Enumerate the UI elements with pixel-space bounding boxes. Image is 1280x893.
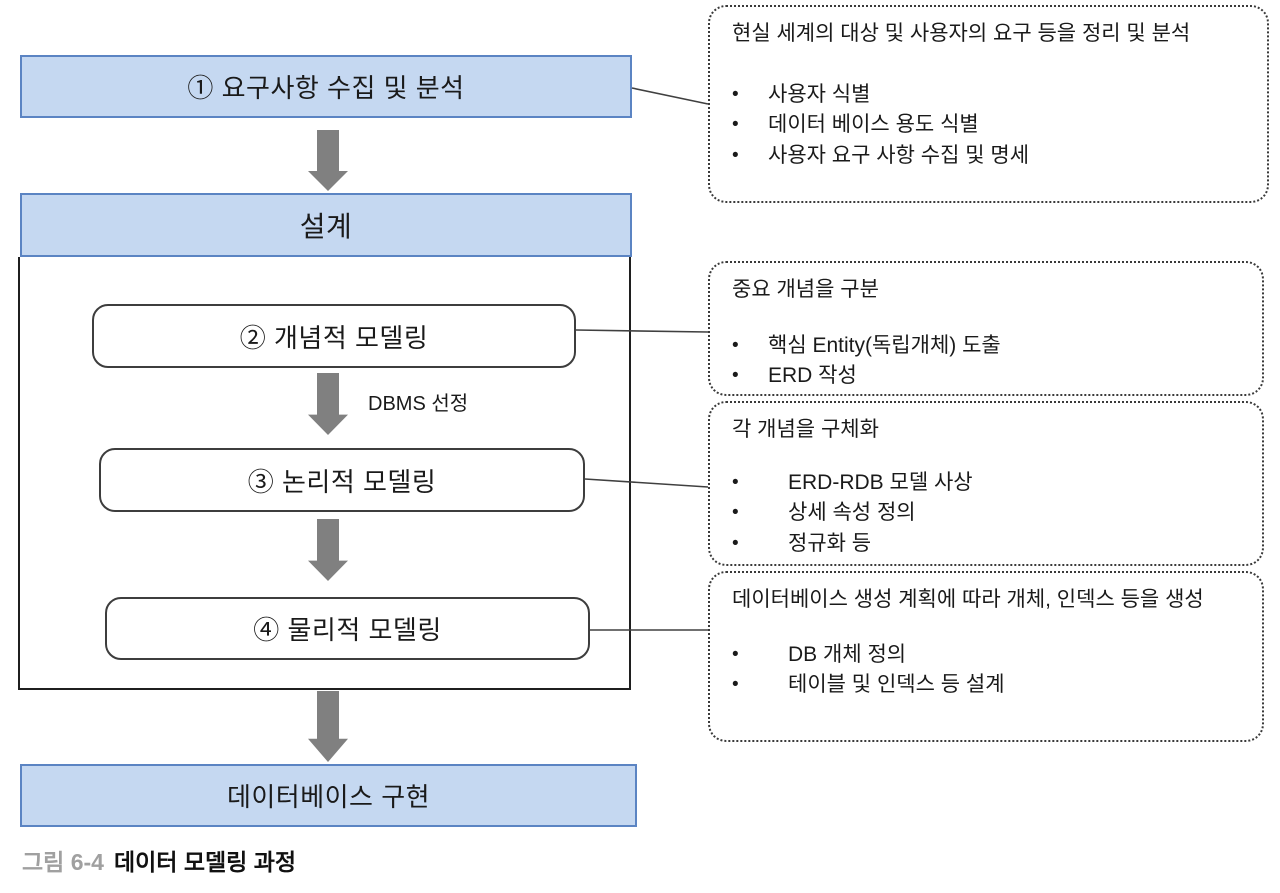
flow-step-logical-modeling-label: ③ 논리적 모델링 [247, 466, 437, 497]
down-arrow-icon [308, 373, 348, 435]
note-box-requirements: 현실 세계의 대상 및 사용자의 요구 등을 정리 및 분석 • 사용자 식별 … [708, 5, 1269, 203]
down-arrow-icon [308, 691, 348, 762]
dbms-selection-label: DBMS 선정 [368, 393, 469, 415]
bullet-dot-icon: • [732, 334, 739, 356]
down-arrow-icon [308, 130, 348, 191]
bullet-dot-icon: • [732, 144, 739, 166]
design-phase-header: 설계 [20, 193, 632, 257]
bullet-dot-icon: • [732, 674, 739, 696]
bullet-dot-icon: • [732, 643, 739, 665]
bullet-dot-icon: • [732, 365, 739, 387]
note-title: 중요 개념을 구분 [732, 278, 879, 301]
down-arrow-icon [308, 519, 348, 581]
note-bullet: • 사용자 요구 사항 수집 및 명세 [732, 141, 1249, 171]
note-bullet: • 정규화 등 [732, 529, 1244, 559]
flow-step-database-implementation-label: 데이터베이스 구현 [226, 782, 431, 812]
design-phase-header-label: 설계 [299, 211, 353, 242]
note-bullet: • 테이블 및 인덱스 등 설계 [732, 670, 1244, 700]
flow-step-conceptual-modeling-label: ② 개념적 모델링 [239, 322, 429, 353]
bullet-dot-icon: • [732, 83, 739, 105]
note-box-logical: 각 개념을 구체화 • ERD-RDB 모델 사상 • 상세 속성 정의 • 정… [708, 401, 1264, 566]
flow-step-logical-modeling: ③ 논리적 모델링 [99, 448, 585, 512]
note-title: 데이터베이스 생성 계획에 따라 개체, 인덱스 등을 생성 [732, 588, 1204, 611]
note-bullet: • 핵심 Entity(독립개체) 도출 [732, 331, 1244, 361]
note-bullet: • 데이터 베이스 용도 식별 [732, 110, 1249, 140]
flow-step-conceptual-modeling: ② 개념적 모델링 [92, 304, 576, 368]
note-bullet: • 사용자 식별 [732, 80, 1249, 110]
figure-caption-number: 그림 6-4 [22, 849, 104, 875]
flow-step-physical-modeling: ④ 물리적 모델링 [105, 597, 590, 660]
flow-step-database-implementation: 데이터베이스 구현 [20, 764, 637, 827]
bullet-dot-icon: • [732, 532, 739, 554]
note-bullet-list: • ERD-RDB 모델 사상 • 상세 속성 정의 • 정규화 등 [732, 468, 1244, 559]
note-title: 현실 세계의 대상 및 사용자의 요구 등을 정리 및 분석 [732, 22, 1191, 45]
bullet-dot-icon: • [732, 502, 739, 524]
connector-step1-note [631, 87, 709, 105]
note-bullet: • ERD-RDB 모델 사상 [732, 468, 1244, 498]
figure-caption: 그림 6-4 데이터 모델링 과정 [22, 843, 296, 877]
bullet-dot-icon: • [732, 114, 739, 136]
flow-step-requirements: ① 요구사항 수집 및 분석 [20, 55, 632, 118]
note-bullet-list: • DB 개체 정의 • 테이블 및 인덱스 등 설계 [732, 640, 1244, 701]
note-title: 각 개념을 구체화 [732, 418, 879, 441]
flow-step-requirements-label: ① 요구사항 수집 및 분석 [187, 73, 465, 103]
bullet-dot-icon: • [732, 471, 739, 493]
flow-step-physical-modeling-label: ④ 물리적 모델링 [253, 615, 442, 645]
figure-caption-title: 데이터 모델링 과정 [113, 849, 297, 875]
note-bullet: • 상세 속성 정의 [732, 498, 1244, 528]
note-bullet: • DB 개체 정의 [732, 640, 1244, 670]
connector-step2-note [575, 329, 709, 333]
connector-step3-note [584, 478, 709, 488]
note-bullet-list: • 사용자 식별 • 데이터 베이스 용도 식별 • 사용자 요구 사항 수집 … [732, 80, 1249, 171]
note-bullet: • ERD 작성 [732, 361, 1244, 391]
note-box-conceptual: 중요 개념을 구분 • 핵심 Entity(독립개체) 도출 • ERD 작성 [708, 261, 1264, 396]
note-box-physical: 데이터베이스 생성 계획에 따라 개체, 인덱스 등을 생성 • DB 개체 정… [708, 571, 1264, 742]
note-bullet-list: • 핵심 Entity(독립개체) 도출 • ERD 작성 [732, 331, 1244, 392]
